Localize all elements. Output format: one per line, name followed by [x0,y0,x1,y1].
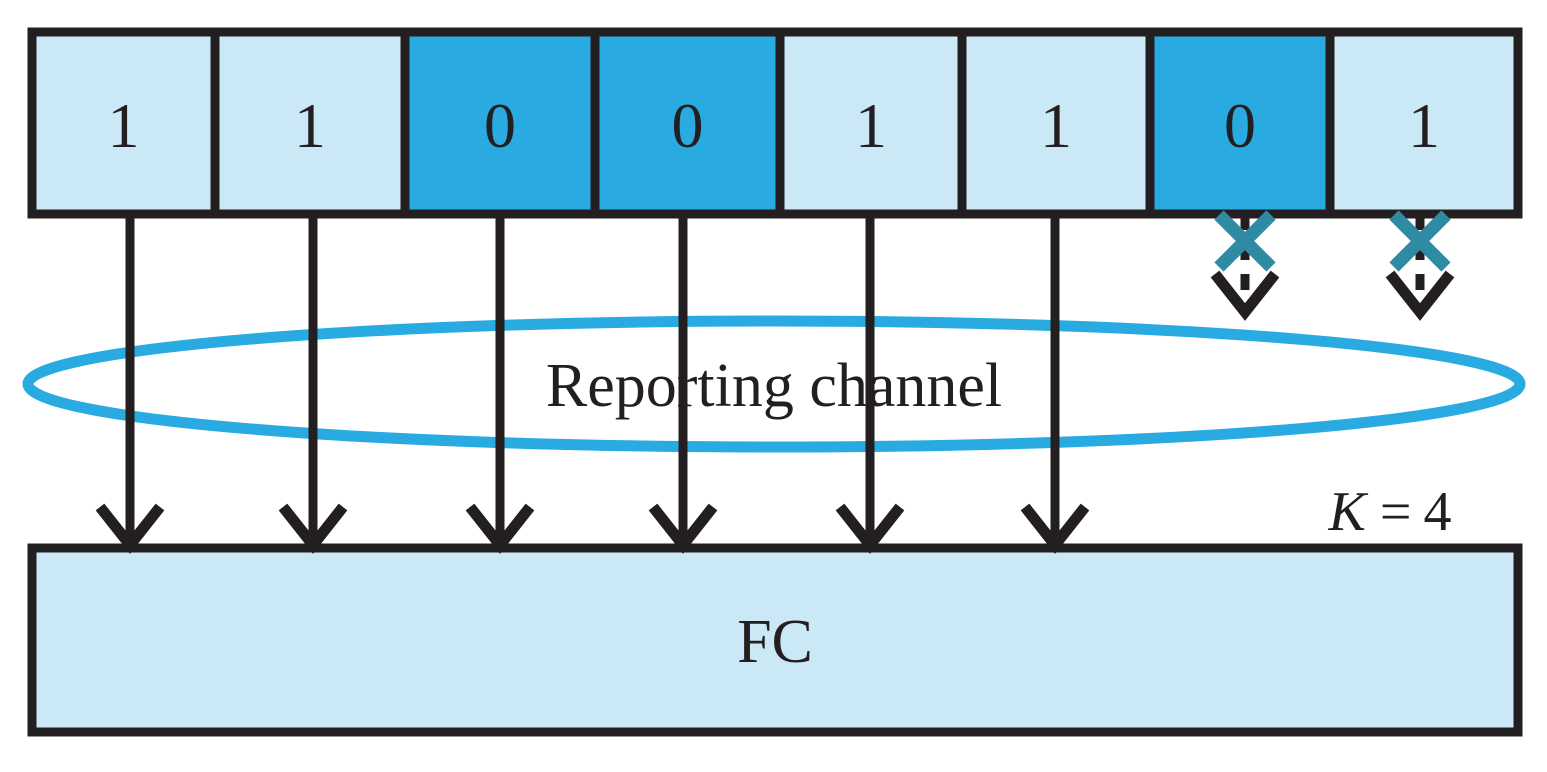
link-arrowhead-1 [278,503,348,554]
bit-cell-value-2: 0 [484,90,516,161]
link-arrowhead-4 [835,503,905,554]
blocked-link-arrowhead-7 [1385,270,1455,321]
bit-cell-value-7: 1 [1408,90,1440,161]
link-arrowhead-3 [648,503,718,554]
fusion-center-box[interactable] [27,543,1523,737]
bit-cell-value-6: 0 [1224,90,1256,161]
reporting-channel-ellipse [22,315,1526,453]
link-blocked-x-icon-6 [1214,210,1276,272]
link-arrowhead-5 [1020,503,1090,554]
bit-cell-value-3: 0 [672,90,704,161]
bit-cell-value-4: 1 [855,90,887,161]
reporting-channel-label: Reporting channel [546,352,1002,420]
bit-cell-1[interactable] [210,27,410,219]
bit-cell-value-0: 1 [108,90,140,161]
k-parameter-symbol: K [1328,481,1369,543]
k-parameter-value: 4 [1423,481,1451,543]
bit-cell-bar-frame [27,27,1523,219]
link-arrowhead-2 [465,503,535,554]
blocked-link-arrowhead-6 [1210,270,1280,321]
k-parameter-equals: = [1380,481,1412,543]
k-parameter-label: K=4 [1328,481,1452,543]
fusion-center-label: FC [737,608,813,676]
link-blocked-x-icon-7 [1389,210,1451,272]
bit-cell-value-5: 1 [1040,90,1072,161]
bit-cell-value-1: 1 [294,90,326,161]
link-arrowhead-0 [95,503,165,554]
